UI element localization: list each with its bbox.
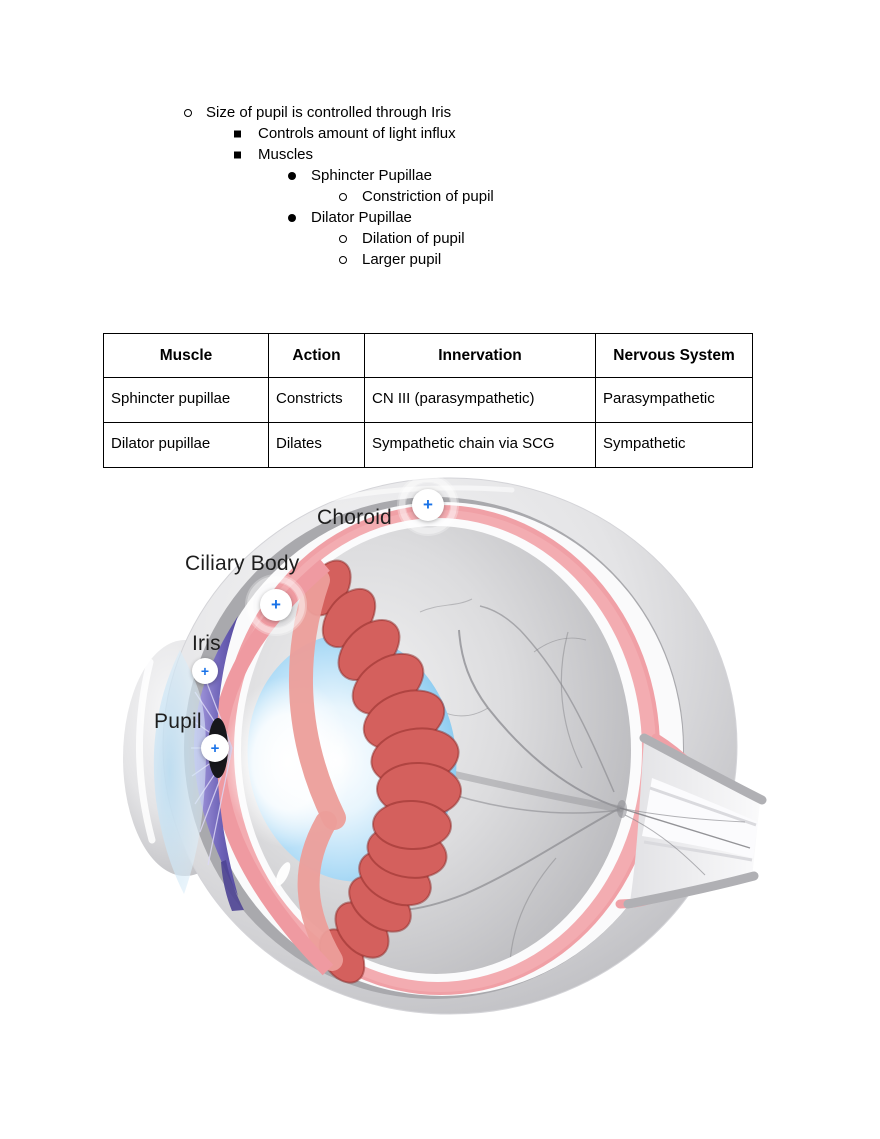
bullet-disc-icon [288,213,296,222]
column-header: Nervous System [595,333,753,378]
ciliary-body-upper [288,559,462,830]
label-ciliary-body: Ciliary Body [185,552,300,575]
label-choroid: Choroid [317,506,392,529]
list-item: Constriction of pupil [0,186,880,207]
table-cell: Sphincter pupillae [103,377,269,423]
optic-nerve [615,733,767,909]
bullet-circle-hollow-icon [339,234,347,243]
list-item: Dilator Pupillae [0,207,880,228]
table-cell: Sympathetic chain via SCG [364,422,596,468]
list-item-text: Sphincter Pupillae [311,167,432,184]
list-item: Sphincter Pupillae [0,165,880,186]
list-item: Muscles [0,144,880,165]
bullet-square-icon [234,130,241,137]
bullet-circle-hollow-icon [184,108,192,117]
choroid-marker-halo [399,476,457,534]
list-item: Larger pupil [0,249,880,270]
table-cell: Sympathetic [595,422,753,468]
iris-marker-button[interactable]: + [192,658,218,684]
table-header-row: Muscle Action Innervation Nervous System [103,333,753,378]
highlight-glint [275,862,291,886]
table-cell: CN III (parasympathetic) [364,377,596,423]
notes-list: Size of pupil is controlled through Iris… [0,102,880,270]
list-item-text: Size of pupil is controlled through Iris [206,104,452,121]
list-item-text: Larger pupil [362,251,442,268]
table-row: Sphincter pupillae Constricts CN III (pa… [103,377,753,423]
table-cell: Parasympathetic [595,377,753,423]
list-item: Dilation of pupil [0,228,880,249]
ciliary-body-marker-halo [247,576,305,634]
eye-illustration [123,477,767,1015]
column-header: Action [268,333,365,378]
label-pupil: Pupil [154,710,202,733]
label-iris: Iris [192,632,221,655]
list-item-text: Constriction of pupil [362,188,494,205]
muscle-table: Muscle Action Innervation Nervous System… [103,333,753,468]
list-item: Size of pupil is controlled through Iris [0,102,880,123]
table-cell: Constricts [268,377,365,423]
column-header: Innervation [364,333,596,378]
list-item-text: Controls amount of light influx [258,125,456,142]
ciliary-body-marker-button[interactable]: + [260,589,292,621]
bullet-disc-icon [288,171,296,180]
table-cell: Dilates [268,422,365,468]
list-item-text: Dilation of pupil [362,230,465,247]
list-item: Controls amount of light influx [0,123,880,144]
list-item-text: Muscles [258,146,314,163]
bullet-circle-hollow-icon [339,192,347,201]
column-header: Muscle [103,333,269,378]
bullet-circle-hollow-icon [339,255,347,264]
list-item-text: Dilator Pupillae [311,209,412,226]
eye-diagram: Choroid Ciliary Body Iris Pupil + + + + [120,470,770,1030]
ciliary-body-lower [297,799,452,984]
table-cell: Dilator pupillae [103,422,269,468]
table-row: Dilator pupillae Dilates Sympathetic cha… [103,422,753,468]
pupil-marker-button[interactable]: + [201,734,229,762]
bullet-square-icon [234,151,241,158]
choroid-marker-button[interactable]: + [412,489,444,521]
cornea-shape [136,650,206,894]
